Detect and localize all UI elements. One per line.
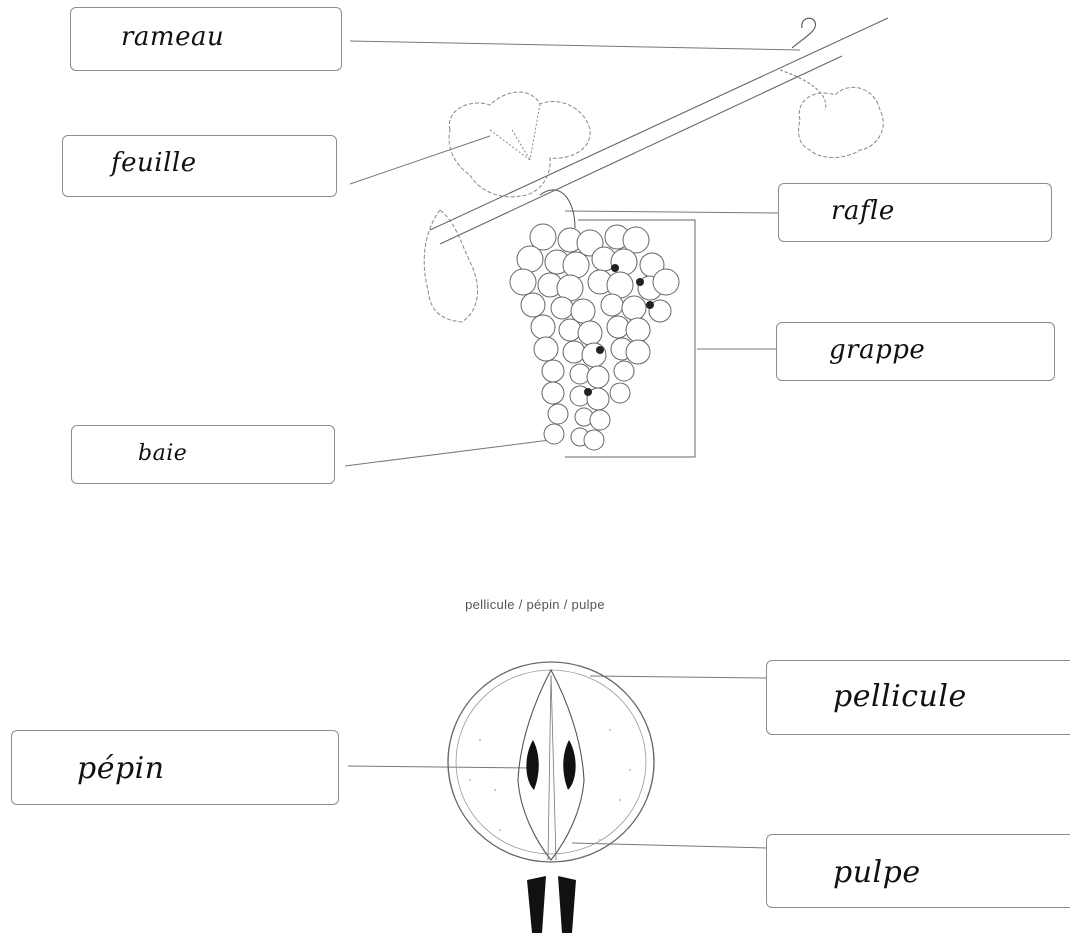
grape-berry [614, 361, 634, 381]
grape-berry [653, 269, 679, 295]
berry-word-list: pellicule / pépin / pulpe [0, 597, 1070, 612]
leader-line-pellicule [590, 676, 766, 678]
grape-berry [578, 321, 602, 345]
label-grappe: grappe [829, 335, 925, 365]
leader-line-pepin [348, 766, 535, 768]
label-rafle: rafle [831, 196, 895, 226]
grape-berry [544, 424, 564, 444]
leader-line-pulpe [572, 843, 766, 848]
label-box-rafle: rafle [778, 183, 1052, 242]
grape-berry [584, 430, 604, 450]
grape-berry [622, 296, 646, 320]
label-box-rameau: rameau [70, 7, 342, 71]
grape-shadow [584, 388, 592, 396]
seed-left [526, 740, 538, 790]
grape-berry [521, 293, 545, 317]
label-box-baie: baie [71, 425, 335, 484]
label-box-pepin: pépin [11, 730, 339, 805]
label-box-grappe: grappe [776, 322, 1055, 381]
seed-right [563, 740, 575, 790]
grape-berry [610, 383, 630, 403]
label-pulpe: pulpe [833, 855, 921, 890]
grape-berry [607, 316, 629, 338]
label-pellicule: pellicule [833, 679, 967, 714]
grape-berry [626, 318, 650, 342]
grape-berry [551, 297, 573, 319]
label-box-feuille: feuille [62, 135, 337, 197]
leader-line-rafle [565, 211, 780, 213]
grape-berry [542, 382, 564, 404]
grape-berry [587, 366, 609, 388]
grape-berry [510, 269, 536, 295]
berry-cross-section [448, 662, 654, 933]
grape-berry [590, 410, 610, 430]
grape-berry [601, 294, 623, 316]
grape-berry [571, 299, 595, 323]
grape-shadow [596, 346, 604, 354]
grape-berry [542, 360, 564, 382]
label-feuille: feuille [111, 148, 197, 178]
label-box-pellicule: pellicule [766, 660, 1070, 735]
grape-berry [517, 246, 543, 272]
leader-line-feuille [350, 136, 490, 184]
grape-berry [531, 315, 555, 339]
label-baie: baie [138, 441, 187, 466]
leader-line-baie [345, 440, 550, 466]
grape-berry [563, 252, 589, 278]
grape-shadow [611, 264, 619, 272]
stem-bottom [527, 876, 576, 933]
grape-cluster [510, 190, 679, 450]
label-box-pulpe: pulpe [766, 834, 1070, 908]
label-pepin: pépin [77, 751, 165, 786]
grape-berry [626, 340, 650, 364]
grape-shadow [636, 278, 644, 286]
grape-shadow [646, 301, 654, 309]
grape-berry [534, 337, 558, 361]
grape-berry [563, 341, 585, 363]
grape-berry [548, 404, 568, 424]
grape-berry [582, 343, 606, 367]
label-rameau: rameau [121, 22, 224, 52]
grape-berry [559, 319, 581, 341]
leader-line-rameau [350, 41, 800, 50]
